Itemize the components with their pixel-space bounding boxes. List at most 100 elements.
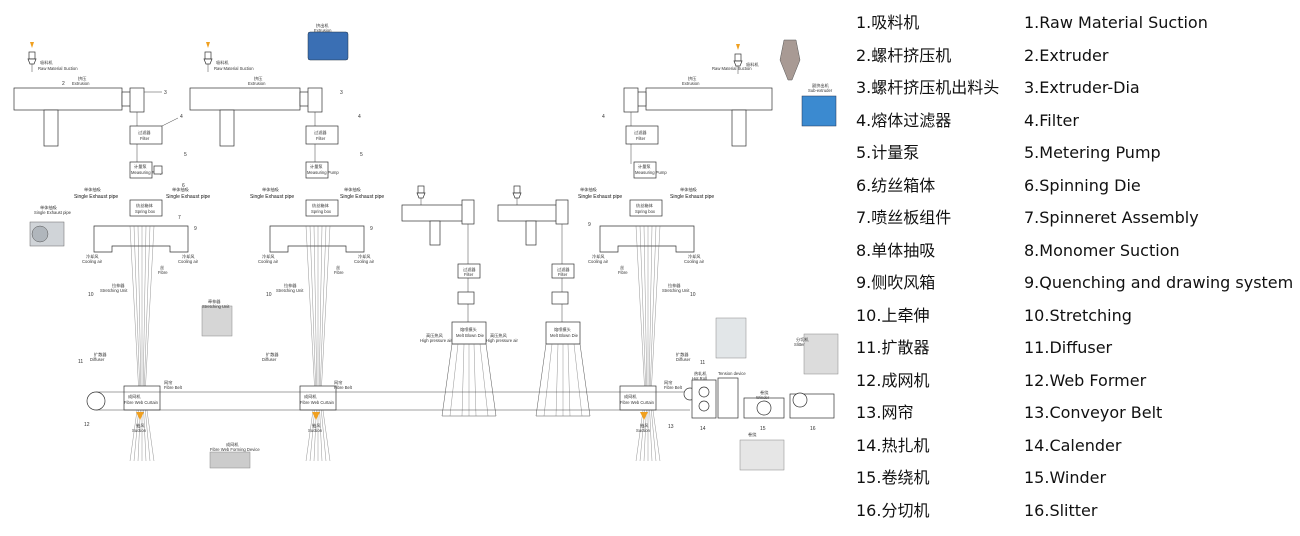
legend-item-cn: 3.螺杆挤压机出料头: [856, 78, 1000, 97]
fibre-cn-2: 丝: [336, 264, 340, 270]
hot-roll-cn: 热轧机: [694, 370, 707, 377]
raw-suction-en: Raw Material Suction: [38, 66, 78, 71]
suction-cn-2: 抽风: [312, 422, 321, 429]
diffuser-cn: 扩散器: [94, 351, 107, 358]
suction-en: Suction: [132, 428, 147, 433]
mb-die-cn: 熔喷模头: [460, 326, 477, 333]
down-arrow-icon: [136, 412, 144, 420]
diffuser-cn-2: 扩散器: [266, 351, 279, 358]
metering-pump: [129, 161, 153, 179]
label-10-u3: 10: [690, 292, 696, 298]
cooling-en-right: Cooling air: [178, 259, 199, 264]
web-curtain-en-3: Fibre Web Curtain: [620, 400, 655, 405]
filter-cn-3: 过滤器: [634, 129, 647, 136]
spinbox-cn-3: 纺丝箱体: [636, 202, 654, 209]
legend-item-en: 9.Quenching and drawing system: [1024, 273, 1294, 292]
legend-item-en: 13.Conveyor Belt: [1024, 403, 1163, 422]
spin-box: [129, 199, 163, 217]
spunbond-unit-3: 吸料机 Raw Material Suction 挤压 Extrusion 过滤…: [578, 39, 837, 462]
raw-suction-hopper-icon: [203, 51, 213, 73]
label-9-u3: 9: [588, 222, 591, 228]
meltblown-unit-1: 过滤器 Filter 熔喷模头 Melt Blown Die 高压热风 High…: [401, 185, 518, 417]
extrusion-photo: [307, 31, 349, 61]
fibre-belt-cn-2: 网帘: [334, 379, 342, 386]
exhaust-cn-left: 单体抽吸: [84, 186, 102, 193]
fibre-belt-en-2: Fibre Belt: [334, 385, 353, 390]
exhaust-en-right: Single Exhaust pipe: [166, 194, 210, 200]
stretch-en-3: Stretching Unit: [662, 288, 690, 293]
cooling-cn-3l: 冷却风: [592, 253, 605, 260]
raw-suction-en-2: Raw Material Suction: [214, 66, 254, 71]
sub-extruder-en: Sub-extruder: [808, 88, 833, 93]
raw-suction-cn-3: 吸料机: [746, 61, 759, 68]
pump-cn: 计量泵: [134, 163, 147, 170]
exhaust-cn-2l: 单体抽吸: [262, 186, 280, 193]
slitter-photo-cn: 分切机: [796, 336, 809, 343]
legend-item-cn: 1.吸料机: [856, 13, 920, 32]
legend-item-cn: 13.网帘: [856, 403, 914, 422]
label-4-u3: 4: [602, 114, 605, 120]
legend-item-en: 5.Metering Pump: [1024, 143, 1161, 162]
exhaust-en-left: Single Exhaust pipe: [74, 194, 118, 200]
stretch-cn: 拉伸器: [112, 282, 125, 289]
mb2-die-en: Melt Blown Die: [550, 333, 579, 338]
finishing-line: 热轧机 Hot Roll 14 Tension device 卷绕 Winder…: [691, 317, 839, 471]
exhaust-cn-3r: 单体抽吸: [680, 186, 698, 193]
label-3: 3: [164, 90, 167, 96]
legend-item-cn: 10.上牵伸: [856, 305, 930, 325]
spunbond-unit-1: 吸料机 Raw Material Suction 挤压 Extrusion 2 …: [13, 42, 233, 462]
stretch-en: Stretching Unit: [100, 288, 128, 293]
pump-cn-3: 计量泵: [638, 163, 651, 170]
cooling-en-left: Cooling air: [82, 259, 103, 264]
legend-item-cn: 16.分切机: [856, 500, 930, 520]
exhaust-en-3l: Single Exhaust pipe: [578, 194, 622, 200]
suction-en-3: Suction: [636, 428, 651, 433]
winder-photo: [739, 439, 785, 471]
winder-cn: 卷绕: [760, 389, 768, 396]
fibre-cn: 丝: [160, 264, 164, 270]
suction-cn: 抽风: [136, 422, 145, 429]
pump-cn-2: 计量泵: [310, 163, 323, 170]
label-6: 6: [182, 183, 185, 189]
exhaust-cn-3l: 单体抽吸: [580, 186, 598, 193]
label-2: 2: [62, 81, 65, 87]
raw-suction-cn: 吸料机: [40, 59, 53, 66]
legend-item-en: 4.Filter: [1024, 110, 1079, 130]
legend-item-cn: 12.成网机: [856, 370, 930, 390]
extruder-en: Extrusion: [72, 81, 90, 86]
stretch-photo-en: Stretching Unit: [202, 304, 230, 309]
mb-filter-cn: 过滤器: [463, 266, 476, 273]
exhaust-photo-en: Single Exhaust pipe: [34, 210, 72, 215]
diffuser-en-2: Diffuser: [262, 357, 277, 362]
legend-item-en: 16.Slitter: [1024, 500, 1098, 520]
web-curtain-cn-2: 成网机: [304, 393, 317, 400]
label-5: 5: [184, 152, 187, 158]
tension-device: [717, 377, 739, 419]
label-5-u2: 5: [360, 152, 363, 158]
extruder-en-2: Extrusion: [248, 81, 266, 86]
extruder-body: [13, 87, 123, 111]
hot-roll-photo: [715, 317, 747, 359]
fibre-belt-en: Fibre Belt: [164, 385, 183, 390]
spunbond-unit-2: 吸料机 Raw Material Suction 挤压 Extrusion 3 …: [189, 22, 384, 469]
quench-box: [93, 225, 189, 253]
exhaust-en-2l: Single Exhaust pipe: [250, 194, 294, 200]
spinbox-cn-2: 纺丝箱体: [312, 202, 330, 209]
raw-suction-photo: [779, 39, 801, 81]
cooling-en-2r: Cooling air: [354, 259, 375, 264]
label-16: 16: [810, 426, 816, 432]
web-curtain-en: Fibre Web Curtain: [124, 400, 159, 405]
exhaust-en-3r: Single Exhaust pipe: [670, 194, 714, 200]
meltblown-unit-2: 过滤器 Filter 熔喷模头 Melt Blown Die: [497, 185, 591, 417]
mb2-die-cn: 熔喷模头: [554, 326, 571, 333]
stretch-photo-cn: 牵伸器: [208, 298, 221, 305]
mb2-filter-cn: 过滤器: [557, 266, 570, 273]
legend-item-en: 11.Diffuser: [1024, 338, 1113, 357]
legend-item-cn: 15.卷绕机: [856, 468, 930, 487]
fibre-belt-cn-3: 网帘: [664, 379, 672, 386]
hp-air-en-l: High pressure air: [420, 338, 452, 343]
fibre-en: Fibre: [158, 270, 168, 275]
legend-item-en: 10.Stretching: [1024, 305, 1132, 325]
